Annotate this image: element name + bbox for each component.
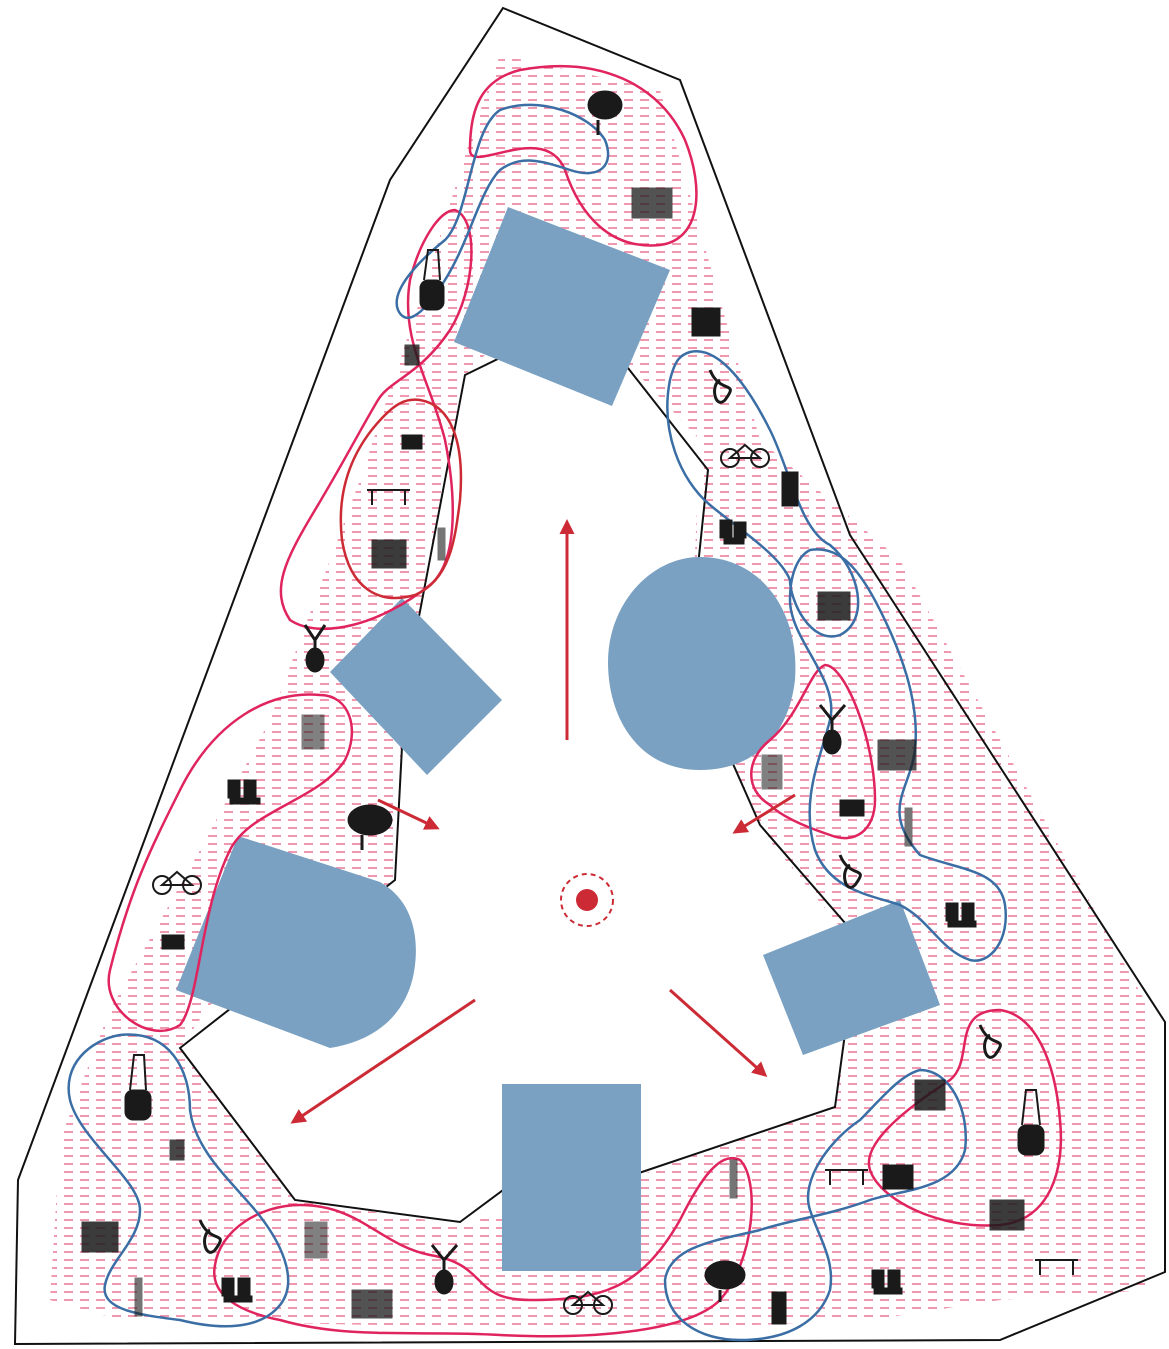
stacked-boxes-icon: [771, 1291, 787, 1325]
blue-zone-top: [395, 103, 610, 320]
block-right-rounded: [608, 557, 796, 770]
jump-rope-icon: [838, 854, 862, 889]
plank-icon: [729, 1159, 738, 1199]
arrow-down-right: [668, 988, 768, 1078]
block-top: [454, 207, 670, 406]
bicycle-icon: [152, 870, 202, 895]
speaker-icon: [839, 799, 865, 817]
boxes-icon: [945, 902, 977, 928]
perfume-bottle-icon: [169, 1139, 185, 1161]
bookshelf-icon: [631, 187, 673, 219]
pink-zone-top: [468, 64, 698, 247]
boxes-icon: [227, 779, 261, 805]
block-left-diamond: [330, 598, 502, 775]
plank-icon: [437, 527, 446, 561]
pink-zone-right: [750, 663, 877, 840]
backpack-icon: [1017, 1089, 1045, 1156]
object-icons: [81, 90, 1078, 1325]
site-boundary: [13, 6, 1166, 1346]
block-right-square: [763, 900, 940, 1055]
building-blocks: [176, 207, 940, 1271]
perfume-bottle-icon: [404, 344, 420, 366]
table-icon: [367, 489, 410, 505]
table-icon: [825, 1169, 868, 1185]
speaker-icon: [882, 1164, 914, 1190]
arrow-down-left: [290, 998, 476, 1124]
stacked-boxes-icon: [781, 471, 799, 507]
armchair-icon: [989, 1199, 1025, 1231]
egg-chair-icon: [587, 90, 623, 135]
block-left-capsule: [176, 836, 416, 1048]
speaker-icon: [161, 934, 185, 950]
boxes-icon: [221, 1277, 253, 1303]
egg-chair-icon: [347, 804, 393, 850]
arrow-left-upper: [377, 798, 440, 830]
pink-zone-lower-right: [867, 1008, 1063, 1227]
armchair-icon: [817, 591, 851, 621]
backpack-icon: [124, 1054, 152, 1121]
bicycle-icon: [563, 1290, 613, 1315]
center-target-icon: [560, 873, 614, 927]
deer-head-icon: [430, 1244, 459, 1295]
block-bottom: [502, 1084, 641, 1271]
egg-chair-icon: [704, 1260, 746, 1302]
red-zone-left: [339, 398, 463, 600]
jump-rope-icon: [978, 1024, 1002, 1059]
jump-rope-icon: [708, 369, 732, 404]
door-icon: [304, 1221, 328, 1259]
pink-zone-bottom: [213, 1156, 753, 1338]
deer-head-icon: [303, 624, 327, 673]
bookshelf-icon: [877, 739, 917, 771]
record-player-icon: [691, 307, 721, 337]
jump-rope-icon: [198, 1219, 222, 1254]
door-icon: [301, 714, 325, 750]
arrow-right-upper: [732, 793, 796, 834]
bookshelf-icon: [351, 1289, 393, 1319]
boxes-icon: [871, 1269, 903, 1295]
boxes-icon: [719, 519, 747, 545]
armchair-icon: [914, 1079, 946, 1111]
backpack-icon: [419, 249, 445, 311]
blue-zone-right-upper: [666, 350, 860, 638]
blue-zone-lower-right: [663, 1068, 968, 1342]
deer-head-icon: [818, 704, 847, 755]
armchair-icon: [371, 539, 407, 569]
plank-icon: [134, 1277, 143, 1317]
armchair-icon: [81, 1221, 119, 1253]
blue-zones: [67, 103, 1008, 1342]
plank-icon: [904, 807, 913, 847]
pink-zone-left: [107, 693, 354, 1032]
speaker-icon: [401, 434, 423, 450]
door-icon: [761, 754, 783, 790]
blue-zone-lower-left: [67, 1033, 290, 1328]
bicycle-icon: [720, 443, 770, 468]
table-icon: [1035, 1259, 1078, 1275]
blue-zone-right: [788, 548, 1008, 962]
arrows: [290, 519, 796, 1124]
